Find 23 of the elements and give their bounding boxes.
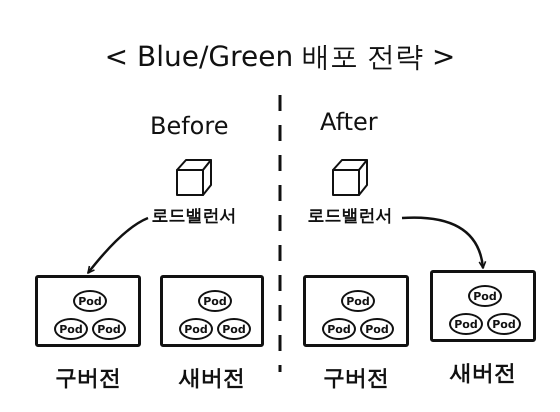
pod-oval: Pod — [198, 290, 232, 312]
heading-label: Before — [150, 112, 228, 140]
pod-oval: Pod — [73, 290, 107, 312]
pod-oval: Pod — [322, 318, 356, 340]
title: < Blue/Green 배포 전략 > — [104, 39, 456, 75]
pod-oval: Pod — [487, 313, 521, 335]
version-label: 새버전 — [448, 360, 517, 388]
pod-oval: Pod — [341, 290, 375, 312]
version-label: 새버전 — [178, 365, 246, 393]
arrow — [402, 216, 486, 269]
pod-oval: Pod — [179, 318, 213, 340]
pod-oval: Pod — [449, 313, 483, 335]
load-balancer-label: 로드밸런서 — [150, 205, 238, 227]
pod-oval: Pod — [92, 318, 126, 340]
arrow — [87, 216, 149, 274]
pod-oval: Pod — [217, 318, 251, 340]
load-balancer-label: 로드밸런서 — [306, 205, 394, 227]
version-label: 구버전 — [54, 365, 122, 393]
pod-oval: Pod — [360, 318, 394, 340]
heading-label: After — [320, 108, 378, 136]
pod-oval: Pod — [54, 318, 88, 340]
version-label: 구버전 — [322, 365, 390, 393]
pod-oval: Pod — [468, 285, 502, 307]
